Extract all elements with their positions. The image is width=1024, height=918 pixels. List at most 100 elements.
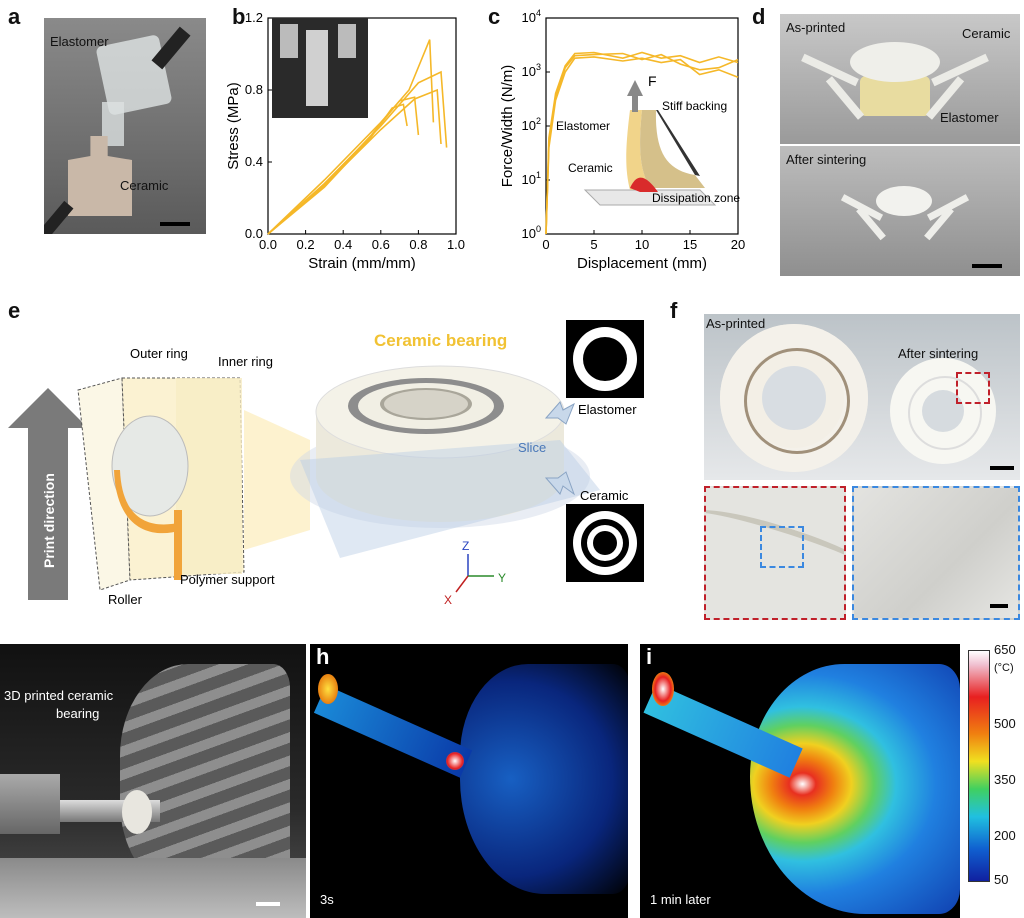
panel-label-b: b — [232, 4, 246, 29]
y-tick-label: 1.2 — [245, 10, 263, 25]
print-direction-arrow-icon — [8, 388, 88, 600]
label-time-1min: 1 min later — [650, 892, 711, 907]
thermal-fan-hot — [750, 664, 960, 914]
colorbar-tick-50: 50 — [994, 872, 1009, 887]
label-polymer-support: Polymer support — [180, 572, 275, 587]
series-line — [267, 103, 408, 235]
series-line — [545, 51, 739, 235]
roller-shape — [111, 415, 189, 517]
scale-bar — [990, 604, 1008, 608]
label-inner-ring: Inner ring — [218, 354, 273, 369]
panel-d-photo-top — [780, 14, 1020, 144]
y-tick-label: 0.4 — [245, 154, 263, 169]
label-elastomer-a: Elastomer — [50, 34, 109, 49]
mount-block — [0, 774, 60, 834]
label-ceramic-c: Ceramic — [568, 161, 613, 175]
spider-body-printed — [850, 42, 940, 82]
arrow-to-elastomer-icon — [544, 401, 575, 425]
x-tick-label: 0.0 — [259, 237, 277, 252]
y-tick-label: 0.0 — [245, 226, 263, 241]
scale-bar — [256, 902, 280, 906]
label-elastomer-d: Elastomer — [940, 110, 999, 125]
hot-spot-left — [318, 674, 338, 704]
panel-f-zoom-red — [704, 486, 846, 620]
y-tick-label: 101 — [522, 170, 541, 187]
temperature-colorbar — [968, 650, 990, 882]
axis-x-label: X — [444, 593, 452, 607]
inset-specimen — [306, 30, 328, 106]
bearing-title: Ceramic bearing — [374, 331, 507, 350]
scale-bar — [990, 466, 1014, 470]
panel-a-photo — [44, 18, 206, 234]
y-tick-label: 0.8 — [245, 82, 263, 97]
label-ceramic-a: Ceramic — [120, 178, 169, 193]
colorbar-tick-200: 200 — [994, 828, 1016, 843]
y-axis-label: Force/Width (N/m) — [499, 65, 516, 188]
panel-label-i: i — [646, 644, 653, 669]
panel-label-e: e — [8, 298, 21, 323]
x-axis-label: Strain (mm/mm) — [308, 255, 416, 272]
inset-grip-left — [280, 24, 298, 58]
spider-leg — [825, 76, 865, 120]
x-tick-label: 20 — [731, 237, 745, 252]
label-print-direction: Print direction — [41, 473, 57, 568]
y-tick-label: 103 — [522, 62, 541, 79]
x-tick-label: 0.2 — [297, 237, 315, 252]
zoom-box-blue — [760, 526, 804, 568]
x-tick-label: 0 — [542, 237, 549, 252]
axis-y-label: Y — [498, 571, 506, 585]
elastomer-block — [860, 76, 930, 116]
label-outer-ring: Outer ring — [130, 346, 188, 361]
panel-i-thermal — [640, 644, 960, 918]
colorbar-tick-500: 500 — [994, 716, 1016, 731]
hot-spot-bearing — [446, 752, 464, 770]
colorbar-unit: (°C) — [994, 662, 1014, 674]
panel-label-f: f — [670, 298, 678, 323]
hot-spot-left-i — [652, 672, 674, 706]
arrow-to-ceramic-icon — [544, 471, 576, 496]
panel-f-photo-top — [704, 314, 1020, 480]
scale-bar — [972, 264, 1002, 268]
force-arrow-icon — [627, 80, 643, 112]
zoom-box-red — [956, 372, 990, 404]
y-tick-label: 100 — [522, 224, 541, 241]
label-ceramic-e: Ceramic — [580, 488, 629, 503]
peel-schematic — [583, 80, 717, 206]
tweezer-bottom — [44, 200, 74, 234]
y-axis-label: Stress (MPa) — [225, 82, 242, 170]
label-elastomer-e: Elastomer — [578, 402, 637, 417]
panel-h-thermal — [310, 644, 628, 918]
slice-plane — [300, 440, 600, 558]
label-after-sintering-f: After sintering — [898, 346, 979, 361]
thermal-fan-glow — [460, 664, 628, 894]
label-as-printed-f: As-printed — [706, 316, 766, 331]
panel-f-zoom-blue — [852, 486, 1020, 620]
series-line — [545, 56, 739, 235]
panel-label-c: c — [488, 4, 501, 29]
label-slice: Slice — [518, 440, 546, 455]
x-tick-label: 0.8 — [409, 237, 427, 252]
x-tick-label: 10 — [635, 237, 649, 252]
ceramic-bearing-mounted — [122, 790, 152, 834]
series-line — [545, 52, 739, 235]
colorbar-tick-650: 650 — [994, 642, 1016, 657]
panel-label-a: a — [8, 4, 21, 29]
panel-d-photo-bottom — [780, 146, 1020, 276]
label-time-3s: 3s — [320, 892, 334, 907]
panel-g-photo — [0, 644, 306, 918]
scale-bar — [160, 222, 190, 226]
label-printed-bearing-1: 3D printed ceramic — [4, 688, 114, 703]
label-ceramic-d: Ceramic — [962, 26, 1011, 41]
y-tick-label: 102 — [522, 116, 541, 133]
x-tick-label: 0.4 — [334, 237, 352, 252]
y-tick-label: 104 — [522, 8, 541, 25]
x-tick-label: 0.6 — [372, 237, 390, 252]
label-after-sintering-d: After sintering — [786, 152, 867, 167]
panel-label-d: d — [752, 4, 766, 29]
inset-grip-right — [338, 24, 356, 58]
ceramic-piece — [68, 136, 132, 216]
bearing-schematic: Z Y X Outer ring Inner ring Ceramic bear… — [8, 320, 644, 607]
bearing-as-printed — [720, 324, 868, 472]
